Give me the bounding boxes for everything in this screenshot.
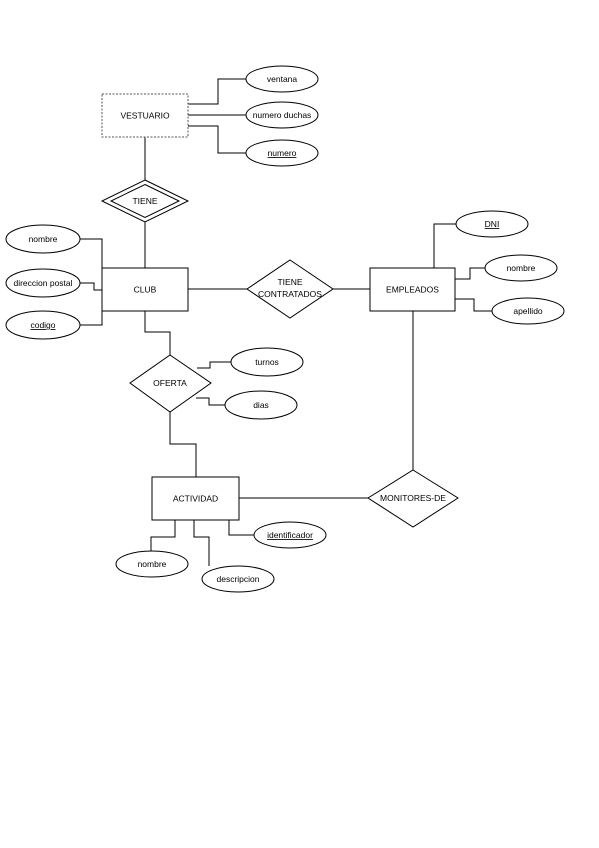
attribute-dni-label: DNI xyxy=(485,219,500,229)
entity-actividad-label: ACTIVIDAD xyxy=(173,494,218,504)
attribute-actividad-nombre: nombre xyxy=(115,550,189,578)
relationship-oferta: OFERTA xyxy=(129,354,212,413)
attribute-dias-label: dias xyxy=(253,400,269,410)
relationship-tiene: TIENE xyxy=(100,179,190,223)
connector-club-oferta xyxy=(144,311,171,355)
attribute-direccion-postal-label: direccion postal xyxy=(13,278,72,288)
attribute-dias: dias xyxy=(224,390,298,420)
connector-club-nombre xyxy=(80,238,103,278)
entity-actividad: ACTIVIDAD xyxy=(151,476,240,521)
attribute-direccion-postal: direccion postal xyxy=(5,268,81,298)
entity-vestuario: VESTUARIO xyxy=(101,93,189,138)
relationship-monitores-de-label: MONITORES-DE xyxy=(380,493,446,503)
attribute-turnos: turnos xyxy=(230,347,304,377)
attribute-actividad-nombre-label: nombre xyxy=(138,559,167,569)
attribute-empleados-nombre: nombre xyxy=(484,254,558,282)
relationship-monitores-de: MONITORES-DE xyxy=(367,469,459,528)
attribute-apellido: apellido xyxy=(491,297,565,325)
relationship-tiene-contratados: TIENE CONTRATADOS xyxy=(246,259,334,319)
attribute-dni: DNI xyxy=(455,210,529,238)
connector-actividad-nombre xyxy=(150,520,176,551)
attribute-descripcion: descripcion xyxy=(201,565,275,593)
attribute-turnos-label: turnos xyxy=(255,357,279,367)
relationship-tiene-contratados-line1: TIENE xyxy=(277,277,302,287)
connector-vestuario-numero xyxy=(188,125,246,154)
connector-empleados-nombre xyxy=(455,267,485,280)
attribute-club-nombre-label: nombre xyxy=(29,234,58,244)
relationship-tiene-label: TIENE xyxy=(132,196,157,206)
connector-empleados-dni xyxy=(433,223,458,268)
attribute-identificador: identificador xyxy=(253,521,327,549)
entity-club: CLUB xyxy=(101,267,189,312)
connector-actividad-descripcion xyxy=(193,520,210,566)
attribute-ventana-label: ventana xyxy=(267,74,298,84)
attribute-empleados-nombre-label: nombre xyxy=(507,263,536,273)
connector-oferta-turnos xyxy=(197,361,231,369)
relationship-oferta-label: OFERTA xyxy=(153,378,187,388)
attribute-descripcion-label: descripcion xyxy=(217,574,260,584)
relationship-tiene-contratados-line2: CONTRATADOS xyxy=(258,289,322,299)
attribute-numero: numero xyxy=(245,139,319,167)
attribute-numero-duchas: numero duchas xyxy=(245,101,319,129)
connector-oferta-dias xyxy=(196,397,225,406)
connector-club-direccion xyxy=(80,282,102,291)
connector-oferta-actividad xyxy=(169,412,197,477)
attribute-ventana: ventana xyxy=(245,65,319,93)
connector-empleados-apellido xyxy=(455,298,492,312)
attribute-apellido-label: apellido xyxy=(513,306,543,316)
entity-vestuario-label: VESTUARIO xyxy=(120,111,170,121)
attribute-numero-duchas-label: numero duchas xyxy=(253,110,312,120)
attribute-identificador-label: identificador xyxy=(267,530,313,540)
connectors xyxy=(80,78,492,566)
attribute-codigo-label: codigo xyxy=(30,320,55,330)
connector-actividad-identificador xyxy=(228,520,254,536)
entity-empleados: EMPLEADOS xyxy=(369,267,456,312)
connector-club-codigo xyxy=(80,301,103,326)
entity-empleados-label: EMPLEADOS xyxy=(386,285,439,295)
attribute-numero-label: numero xyxy=(268,148,297,158)
attribute-club-nombre: nombre xyxy=(5,224,81,254)
entity-club-label: CLUB xyxy=(134,285,157,295)
connector-vestuario-ventana xyxy=(188,78,246,105)
attribute-codigo: codigo xyxy=(5,310,81,340)
